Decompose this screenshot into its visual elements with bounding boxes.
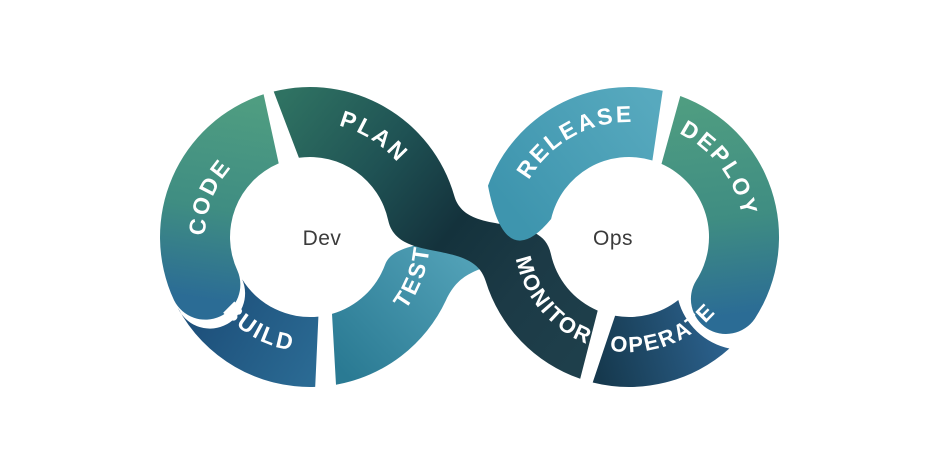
code-segment	[160, 94, 279, 320]
build-segment	[177, 279, 319, 387]
dev-loop-label: Dev	[303, 227, 342, 250]
operate-segment	[592, 300, 730, 387]
plan-monitor-band	[273, 87, 598, 379]
ops-loop-label: Ops	[593, 227, 633, 250]
test-segment	[332, 228, 510, 385]
deploy-segment	[661, 96, 780, 334]
release-segment	[488, 86, 663, 241]
